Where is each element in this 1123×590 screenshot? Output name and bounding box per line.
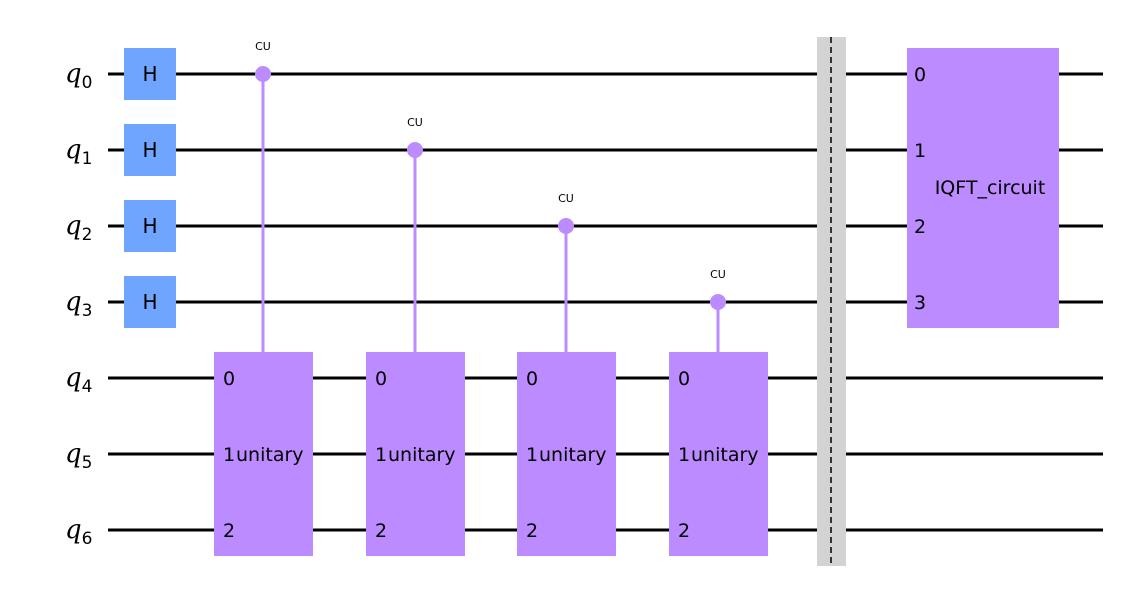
iqft-port-label: 0 <box>914 64 926 86</box>
unitary-gate <box>517 352 616 556</box>
unitary-port-label: 2 <box>223 520 235 542</box>
hadamard-gate <box>124 124 176 176</box>
cu-label: CU <box>710 268 726 281</box>
hadamard-gate-label: H <box>142 290 157 314</box>
control-dot <box>255 66 271 82</box>
qubit-label: q3 <box>65 287 92 321</box>
unitary-port-label: 1 <box>375 444 387 466</box>
unitary-gate-label: unitary <box>236 444 304 466</box>
hadamard-gate <box>124 48 176 100</box>
hadamard-gate-label: H <box>142 62 157 86</box>
unitary-port-label: 0 <box>526 368 538 390</box>
qubit-label-index: 3 <box>82 301 93 321</box>
unitary-gate-label: unitary <box>388 444 456 466</box>
unitary-gate-label: unitary <box>691 444 759 466</box>
unitary-port-label: 2 <box>526 520 538 542</box>
hadamard-gate-label: H <box>142 138 157 162</box>
qubit-label: q6 <box>65 515 92 549</box>
hadamard-gate <box>124 276 176 328</box>
unitary-gate-label: unitary <box>539 444 607 466</box>
qubit-label: q1 <box>65 135 92 169</box>
unitary-gate <box>214 352 313 556</box>
qubit-label-index: 1 <box>82 149 93 169</box>
control-dot <box>558 218 574 234</box>
qubit-label-index: 0 <box>82 73 93 93</box>
iqft-port-label: 3 <box>914 292 926 314</box>
control-dot <box>710 294 726 310</box>
cu-label: CU <box>558 192 574 205</box>
iqft-port-label: 1 <box>914 140 926 162</box>
qubit-label: q4 <box>65 363 92 397</box>
iqft-gate-label: IQFT_circuit <box>935 177 1046 199</box>
qubit-label-name: q <box>65 515 82 545</box>
qubit-label: q2 <box>65 211 92 245</box>
unitary-port-label: 1 <box>526 444 538 466</box>
control-dot <box>407 142 423 158</box>
unitary-gate <box>669 352 768 556</box>
qubit-label-name: q <box>65 135 82 165</box>
unitary-port-label: 0 <box>678 368 690 390</box>
unitary-port-label: 2 <box>678 520 690 542</box>
hadamard-gate <box>124 200 176 252</box>
qubit-label-index: 6 <box>82 529 93 549</box>
qubit-label: q5 <box>65 439 92 473</box>
unitary-gate <box>366 352 465 556</box>
qubit-label-index: 4 <box>82 377 93 397</box>
unitary-port-label: 0 <box>223 368 235 390</box>
qubit-label-name: q <box>65 287 82 317</box>
qubit-label-index: 5 <box>82 453 93 473</box>
qubit-label-name: q <box>65 363 82 393</box>
cu-label: CU <box>255 40 271 53</box>
unitary-port-label: 1 <box>223 444 235 466</box>
cu-label: CU <box>407 116 423 129</box>
qubit-label-index: 2 <box>82 225 93 245</box>
qubit-label-name: q <box>65 211 82 241</box>
iqft-gate <box>907 48 1059 328</box>
qubit-label-name: q <box>65 59 82 89</box>
qubit-label-name: q <box>65 439 82 469</box>
qubit-label: q0 <box>65 59 92 93</box>
hadamard-gate-label: H <box>142 214 157 238</box>
unitary-port-label: 1 <box>678 444 690 466</box>
unitary-port-label: 2 <box>375 520 387 542</box>
iqft-port-label: 2 <box>914 216 926 238</box>
unitary-port-label: 0 <box>375 368 387 390</box>
